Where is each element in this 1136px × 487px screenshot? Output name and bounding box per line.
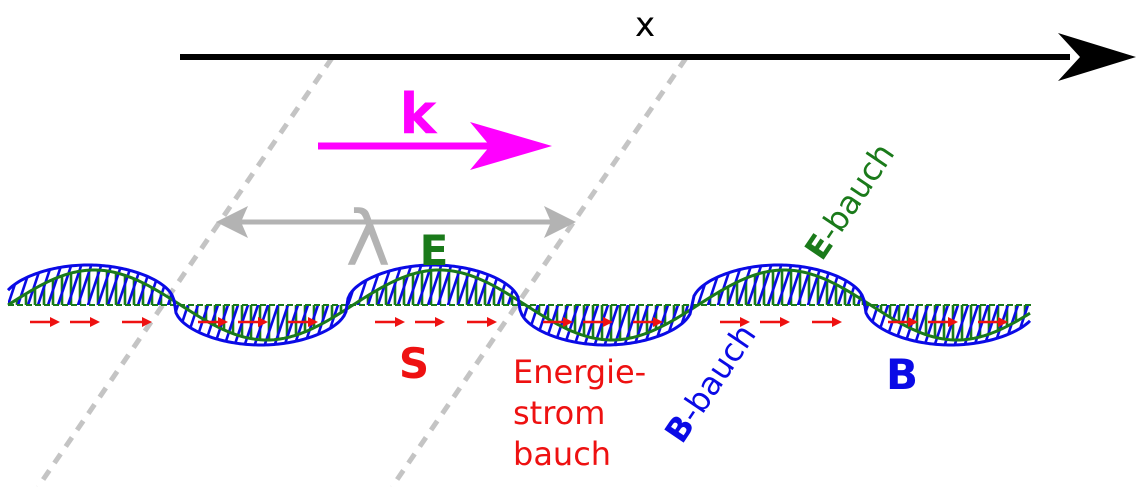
- poynting-arrow-head: [603, 317, 613, 327]
- b-hatch-line: [956, 265, 1000, 345]
- b-hatch-line: [1108, 245, 1136, 365]
- poynting-arrow-head: [998, 317, 1008, 327]
- poynting-arrow-head: [218, 317, 228, 327]
- poynting-arrow-head: [780, 317, 790, 327]
- b-hatch-line: [876, 265, 920, 345]
- b-hatch-line: [1068, 245, 1108, 365]
- poynting-arrow-head: [487, 317, 497, 327]
- b-hatch-line: [606, 265, 650, 345]
- e-field-label: E: [420, 226, 449, 275]
- poynting-arrow-head: [435, 317, 445, 327]
- period-dashed-line-right: [389, 56, 689, 487]
- lambda-arrow-right-head: [544, 206, 576, 238]
- s-label: S: [399, 339, 429, 388]
- x-axis-arrowhead: [1058, 33, 1136, 81]
- poynting-arrow-head: [832, 317, 842, 327]
- b-hatch-line: [1058, 245, 1098, 365]
- poynting-arrow-head: [653, 317, 663, 327]
- poynting-arrow-head: [395, 317, 405, 327]
- b-field-curve: [6, 263, 1032, 347]
- poynting-arrow-head: [563, 317, 573, 327]
- b-hatch-line: [596, 265, 640, 345]
- poynting-arrow-head: [90, 317, 100, 327]
- b-hatch-line: [1026, 265, 1030, 345]
- b-hatch-line: [246, 265, 290, 345]
- b-hatch-line: [1078, 245, 1118, 365]
- b-hatch-line: [66, 265, 110, 345]
- lambda-label: λ: [346, 194, 391, 283]
- energy-flow-line2: strom: [513, 394, 605, 432]
- energy-flow-line3: bauch: [513, 435, 611, 473]
- poynting-arrow-head: [258, 317, 268, 327]
- wave-group: [6, 245, 1136, 365]
- b-hatch-line: [696, 265, 740, 345]
- b-hatch-line: [146, 265, 190, 345]
- b-field-label: B: [886, 350, 918, 399]
- e-bauch-label: E-bauch: [797, 136, 902, 266]
- b-bauch-label: B-bauch: [657, 317, 763, 449]
- b-hatch-line: [416, 265, 460, 345]
- b-hatch-line: [966, 265, 1010, 345]
- energy-flow-line1: Energie-: [513, 353, 646, 391]
- poynting-arrow-head: [308, 317, 318, 327]
- x-axis-label: x: [635, 5, 655, 45]
- poynting-arrow-head: [908, 317, 918, 327]
- b-hatch-line: [8, 265, 10, 345]
- b-hatch-line: [516, 265, 560, 345]
- period-dashed-line-left: [35, 56, 335, 487]
- b-hatch-line: [336, 265, 380, 345]
- k-vector-label: k: [399, 82, 438, 147]
- b-hatch-line: [1048, 245, 1088, 365]
- b-hatch-line: [426, 265, 470, 345]
- b-hatch-line: [56, 265, 100, 345]
- poynting-arrows: [30, 317, 1008, 327]
- poynting-arrow-head: [142, 317, 152, 327]
- poynting-arrow-head: [948, 317, 958, 327]
- b-hatch-line: [776, 265, 820, 345]
- b-hatch-line: [786, 265, 830, 345]
- poynting-arrow-head: [740, 317, 750, 327]
- b-hatch-line: [1038, 245, 1078, 365]
- b-hatch-line: [1088, 245, 1128, 365]
- b-hatch-line: [1098, 245, 1136, 365]
- lambda-arrow-left-head: [216, 206, 248, 238]
- poynting-arrow-head: [50, 317, 60, 327]
- b-hatch-line: [866, 265, 910, 345]
- k-vector-arrowhead: [470, 122, 552, 170]
- b-hatch-line: [686, 265, 730, 345]
- b-hatch-line: [236, 265, 280, 345]
